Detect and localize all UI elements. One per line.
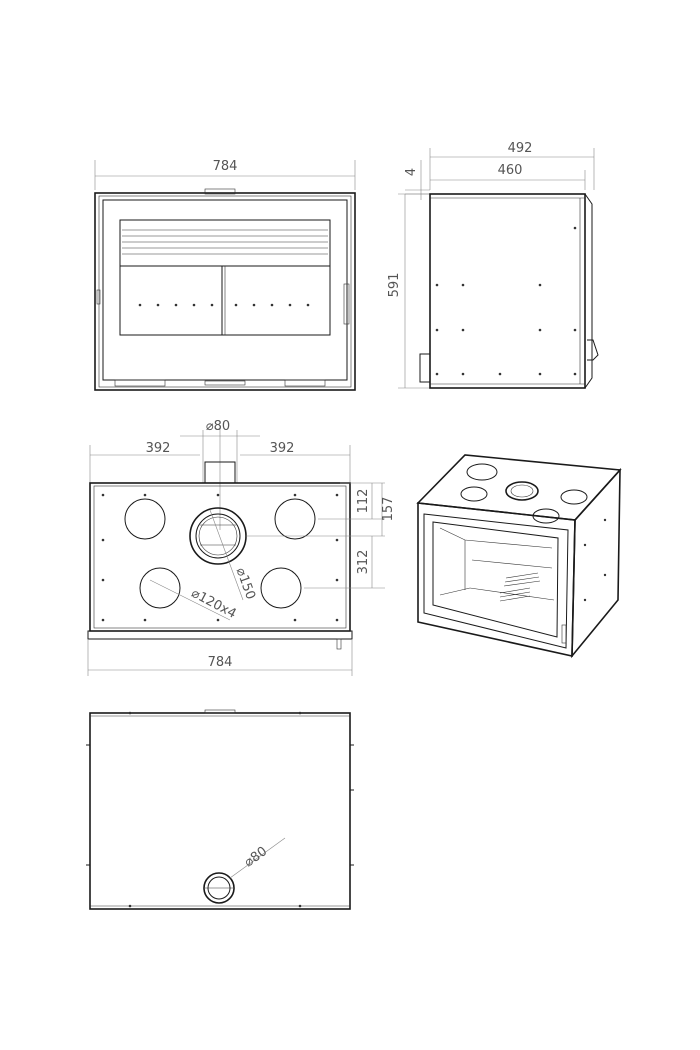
top-flue-diameter-label: ⌀80	[206, 419, 230, 434]
side-view: 492 460 4 591	[387, 141, 599, 389]
top-width-label: 784	[208, 655, 233, 670]
isometric-view	[416, 454, 622, 659]
top-dim-312-label: 312	[356, 550, 371, 575]
top-side-holes-label: ⌀120x4	[189, 586, 239, 622]
bottom-view: ⌀80	[86, 709, 354, 910]
top-right-offset-label: 392	[270, 441, 295, 456]
side-height-label: 591	[387, 273, 402, 298]
top-collar-diameter-label: ⌀150	[233, 566, 258, 602]
front-width-label: 784	[213, 159, 238, 174]
top-view: 392 392 ⌀80	[87, 419, 396, 676]
side-depth-body-label: 460	[498, 163, 523, 178]
top-dim-157-label: 157	[381, 497, 396, 522]
top-dim-112-label: 112	[356, 489, 371, 514]
side-top-offset-label: 4	[404, 168, 419, 176]
side-depth-total-label: 492	[508, 141, 533, 156]
front-view: 784	[94, 159, 356, 391]
top-left-offset-label: 392	[146, 441, 171, 456]
